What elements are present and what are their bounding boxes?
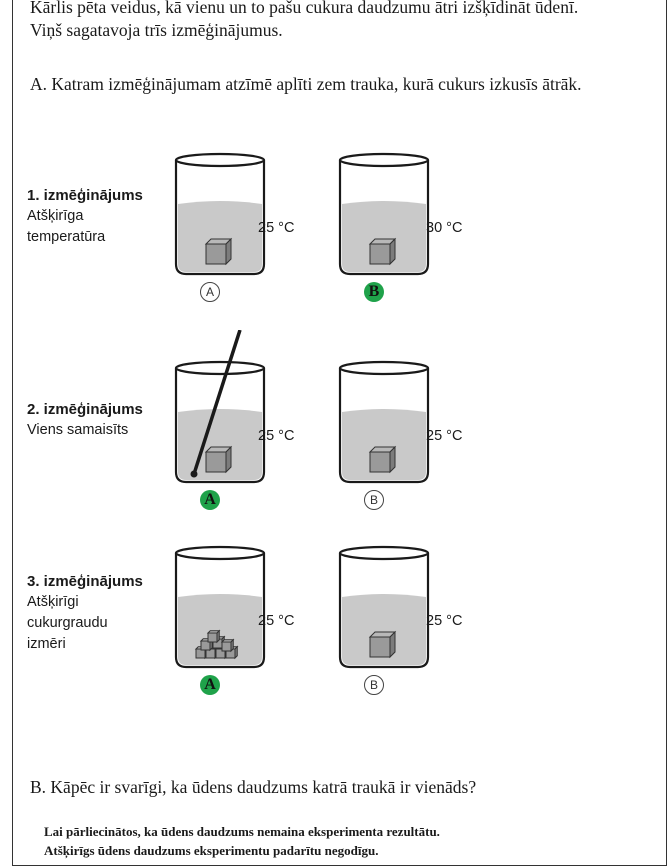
page-frame xyxy=(12,0,667,866)
trial-desc-line: Atšķirīgi xyxy=(27,594,79,610)
beaker xyxy=(174,152,266,276)
trial-desc-line: izmēri xyxy=(27,636,66,652)
sugar-cube xyxy=(220,638,235,653)
intro-line-2: Viņš sagatavoja trīs izmēģinājumus. xyxy=(30,20,283,40)
trial-title: 2. izmēģinājums xyxy=(27,401,143,418)
beaker-rim xyxy=(338,360,430,376)
answer-choice-b[interactable]: B xyxy=(364,675,384,695)
beaker-outline xyxy=(338,553,430,669)
answer-choice-b[interactable]: B xyxy=(364,282,384,302)
trial-desc-line: Viens samaisīts xyxy=(27,422,129,438)
temperature-label: 25 °C xyxy=(258,428,295,444)
answer-choice-a[interactable]: A xyxy=(200,282,220,302)
sugar-cube xyxy=(368,237,397,266)
sugar-cube xyxy=(204,237,233,266)
sugar-cube xyxy=(204,445,233,474)
beaker-rim xyxy=(174,360,266,376)
beaker xyxy=(174,330,266,484)
answer-line-1: Lai pārliecinātos, ka ūdens daudzums nem… xyxy=(44,824,440,839)
water xyxy=(178,201,262,272)
trial-3-label: 3. izmēģinājums Atšķirīgi cukurgraudu iz… xyxy=(27,572,187,655)
beaker xyxy=(174,545,266,669)
temperature-label: 25 °C xyxy=(426,613,463,629)
beaker-rim xyxy=(174,152,266,168)
answer-choice-a[interactable]: A xyxy=(200,490,220,510)
beaker xyxy=(338,152,430,276)
beaker xyxy=(338,545,430,669)
sugar-cube xyxy=(206,629,221,644)
beaker-rim xyxy=(338,545,430,561)
temperature-label: 25 °C xyxy=(426,428,463,444)
trial-title: 1. izmēģinājums xyxy=(27,187,143,204)
beaker-outline xyxy=(338,368,430,484)
intro-text: Kārlis pēta veidus, kā vienu un to pašu … xyxy=(30,0,670,42)
water xyxy=(342,594,426,665)
beaker-outline xyxy=(338,160,430,276)
water xyxy=(342,409,426,480)
beaker-outline xyxy=(174,368,266,484)
intro-line-1: Kārlis pēta veidus, kā vienu un to pašu … xyxy=(30,0,579,17)
beaker-rim xyxy=(338,152,430,168)
trial-1-label: 1. izmēģinājums Atšķirīga temperatūra xyxy=(27,186,187,248)
stirring-rod xyxy=(192,330,242,475)
sugar-cube xyxy=(368,630,397,659)
answer-text: Lai pārliecinātos, ka ūdens daudzums nem… xyxy=(44,822,440,860)
trial-desc-line: Atšķirīga xyxy=(27,208,84,224)
beaker-rim xyxy=(174,545,266,561)
answer-line-2: Atšķirīgs ūdens daudzums eksperimentu pa… xyxy=(44,843,379,858)
question-a: A. Katram izmēģinājumam atzīmē aplīti ze… xyxy=(30,74,582,94)
temperature-label: 25 °C xyxy=(258,220,295,236)
beaker-outline xyxy=(174,160,266,276)
water xyxy=(342,201,426,272)
trial-desc-line: cukurgraudu xyxy=(27,615,108,631)
question-b: B. Kāpēc ir svarīgi, ka ūdens daudzums k… xyxy=(30,777,477,797)
temperature-label: 25 °C xyxy=(258,613,295,629)
trial-desc-line: temperatūra xyxy=(27,229,106,245)
trial-2-label: 2. izmēģinājums Viens samaisīts xyxy=(27,400,187,441)
trial-title: 3. izmēģinājums xyxy=(27,573,143,590)
temperature-label: 30 °C xyxy=(426,220,463,236)
stirring-rod-tip xyxy=(190,470,198,478)
sugar-cube xyxy=(368,445,397,474)
answer-choice-a[interactable]: A xyxy=(200,675,220,695)
beaker-outline xyxy=(174,553,266,669)
beaker xyxy=(338,360,430,484)
answer-choice-b[interactable]: B xyxy=(364,490,384,510)
